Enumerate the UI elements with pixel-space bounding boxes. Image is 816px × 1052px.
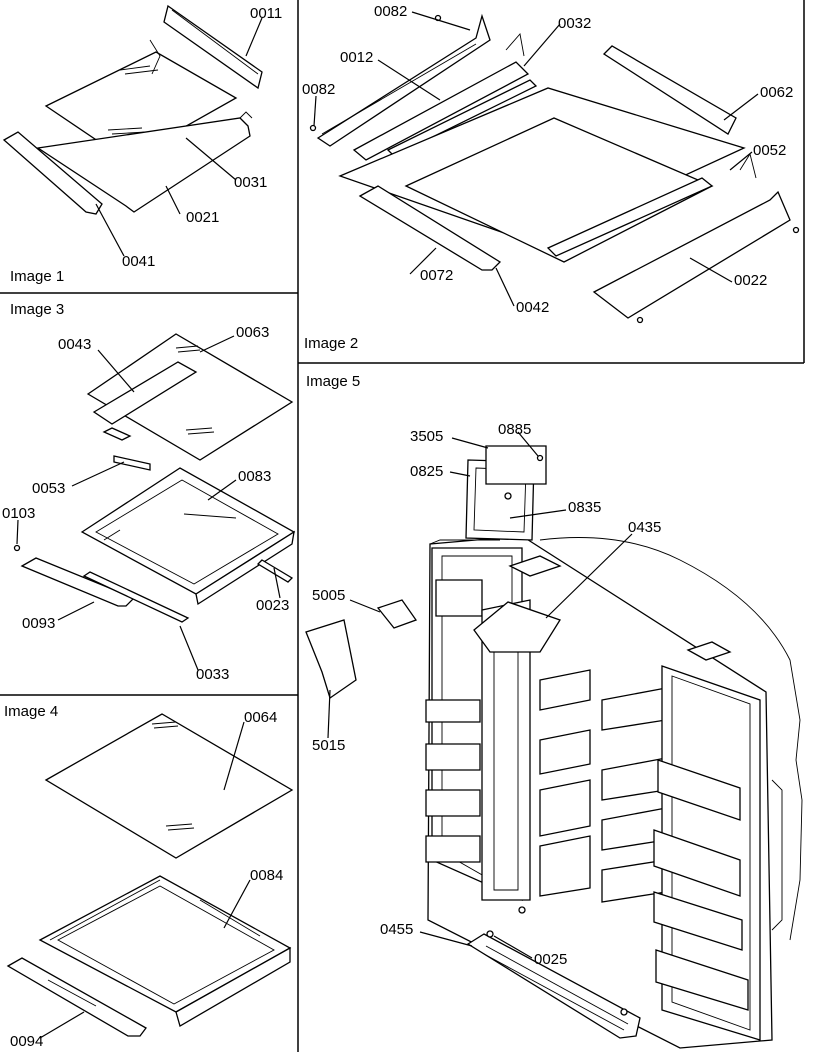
label-0023: 0023 xyxy=(256,597,289,614)
label-0083: 0083 xyxy=(238,468,271,485)
label-0011: 0011 xyxy=(250,5,282,22)
image2-title: Image 2 xyxy=(304,335,358,352)
image3-title: Image 3 xyxy=(10,301,64,318)
image3-leaders xyxy=(16,335,281,671)
image3-drawing xyxy=(13,333,296,623)
label-0041: 0041 xyxy=(122,253,155,270)
label-0022: 0022 xyxy=(734,272,767,289)
label-0012: 0012 xyxy=(340,49,373,66)
label-0093: 0093 xyxy=(22,615,55,632)
label-0042: 0042 xyxy=(516,299,549,316)
label-0021: 0021 xyxy=(186,209,219,226)
label-5005: 5005 xyxy=(312,587,345,604)
label-0084: 0084 xyxy=(250,867,283,884)
label-5015: 5015 xyxy=(312,737,345,754)
image4-drawing xyxy=(6,713,294,1037)
label-0032: 0032 xyxy=(558,15,591,32)
image5-leaders xyxy=(327,431,633,959)
image5-title: Image 5 xyxy=(306,373,360,390)
label-3505: 3505 xyxy=(410,428,443,445)
image4-leaders xyxy=(39,721,251,1039)
label-0094: 0094 xyxy=(10,1033,43,1050)
image1-leaders xyxy=(95,17,263,257)
label-0103: 0103 xyxy=(2,505,35,522)
label-0031: 0031 xyxy=(234,174,267,191)
label-0455: 0455 xyxy=(380,921,413,938)
label-0835: 0835 xyxy=(568,499,601,516)
image5-drawing xyxy=(305,445,803,1049)
label-0064: 0064 xyxy=(244,709,277,726)
image4-title: Image 4 xyxy=(4,703,58,720)
image1-title: Image 1 xyxy=(10,268,64,285)
label-0825: 0825 xyxy=(410,463,443,480)
label-0082-top: 0082 xyxy=(374,3,407,20)
label-0063: 0063 xyxy=(236,324,269,341)
label-0033: 0033 xyxy=(196,666,229,683)
label-0043: 0043 xyxy=(58,336,91,353)
image2-drawing xyxy=(309,13,800,324)
label-0053: 0053 xyxy=(32,480,65,497)
label-0435: 0435 xyxy=(628,519,661,536)
label-0072: 0072 xyxy=(420,267,453,284)
image2-leaders xyxy=(313,11,759,307)
label-0082-left: 0082 xyxy=(302,81,335,98)
label-0052: 0052 xyxy=(753,142,786,159)
label-0885: 0885 xyxy=(498,421,531,438)
label-0025: 0025 xyxy=(534,951,567,968)
image1-drawing xyxy=(2,4,263,215)
label-0062: 0062 xyxy=(760,84,793,101)
